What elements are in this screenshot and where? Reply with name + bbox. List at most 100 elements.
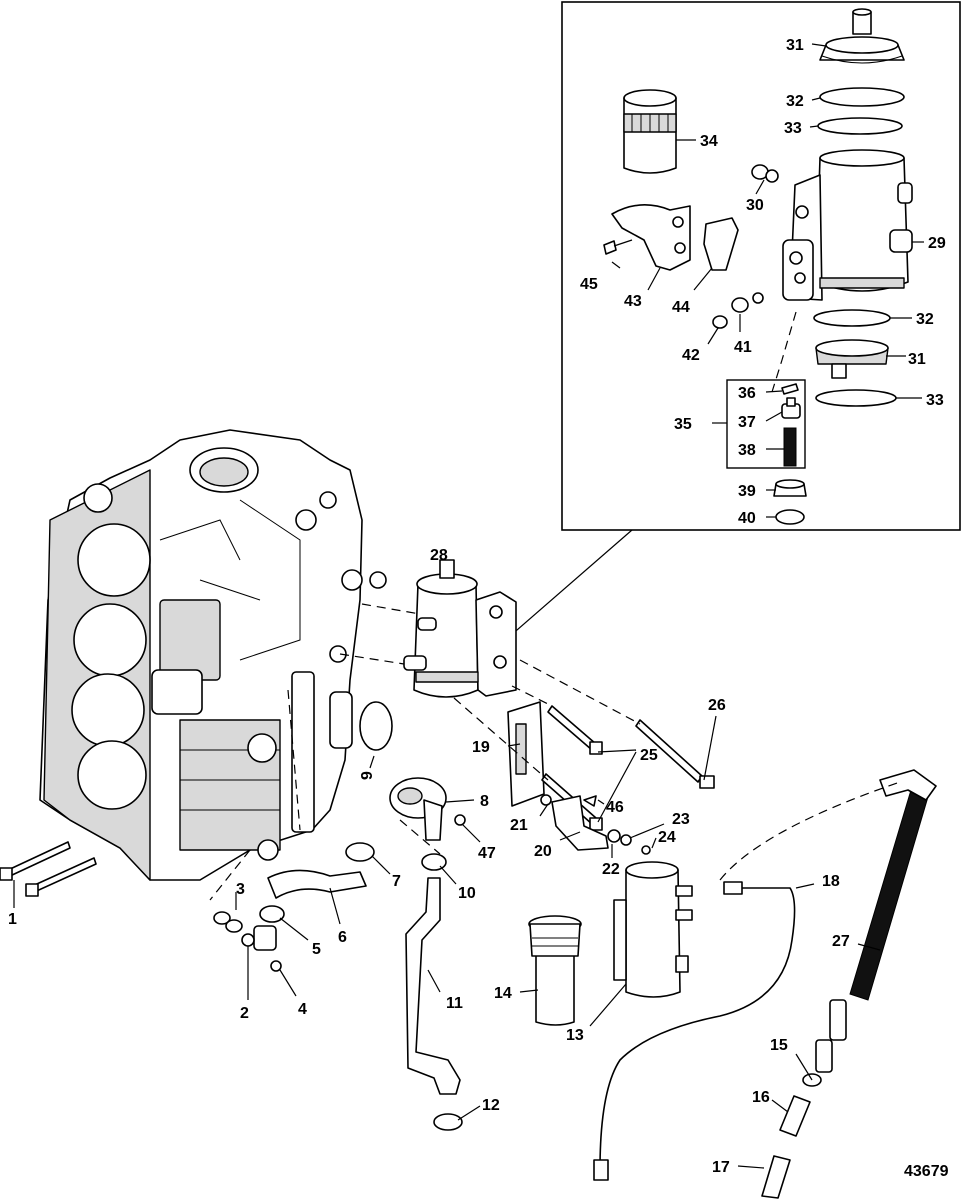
- connector-16: [779, 1095, 811, 1137]
- callout-8: 8: [480, 793, 489, 810]
- engine-block: [39, 429, 387, 881]
- callout-26: 26: [708, 697, 726, 714]
- alignment-dash-1: [361, 603, 421, 615]
- callout-41: 41: [734, 339, 752, 356]
- callout-28: 28: [430, 547, 448, 564]
- elbow-8: [389, 777, 447, 841]
- callout-47: 47: [478, 845, 496, 862]
- callout-39: 39: [738, 483, 756, 500]
- callout-22: 22: [602, 861, 620, 878]
- callout-3: 3: [236, 881, 245, 898]
- hose-6: [267, 869, 367, 899]
- long-bolt-26: [635, 719, 715, 789]
- ring-47: [454, 814, 466, 826]
- callout-31-top: 31: [786, 37, 804, 54]
- filter-cap-top: [819, 8, 905, 64]
- callout-32-bottom: 32: [916, 311, 934, 328]
- callout-32-top: 32: [786, 93, 804, 110]
- callout-13: 13: [566, 1027, 584, 1044]
- alignment-dash-4: [511, 685, 553, 707]
- callout-24: 24: [658, 829, 676, 846]
- o-ring-3b: [225, 919, 243, 933]
- clip-36: [781, 383, 799, 395]
- alignment-dash-3: [519, 659, 641, 725]
- alignment-dash-6: [287, 689, 301, 831]
- callout-33-top: 33: [784, 120, 802, 137]
- alignment-dash-8: [719, 781, 901, 881]
- inset-center-dash: [771, 311, 797, 393]
- bolt-small: [603, 239, 633, 255]
- hose-11: [405, 877, 461, 1095]
- callout-34: 34: [700, 133, 718, 150]
- callout-20: 20: [534, 843, 552, 860]
- callout-40: 40: [738, 510, 756, 527]
- callout-1: 1: [8, 911, 17, 928]
- figure-number: 43679: [904, 1163, 949, 1180]
- filter-14: [528, 915, 582, 1026]
- callout-45: 45: [580, 276, 598, 293]
- callout-15: 15: [770, 1037, 788, 1054]
- nut-21: [540, 794, 552, 806]
- filter-housing: [782, 149, 913, 301]
- callout-25: 25: [640, 747, 658, 764]
- callout-36: 36: [738, 385, 756, 402]
- connector-17: [761, 1155, 791, 1199]
- bracket-20: [551, 795, 609, 851]
- callout-44: 44: [672, 299, 690, 316]
- washer-22: [607, 829, 621, 843]
- bracket-19: [507, 701, 545, 807]
- callout-46: 46: [606, 799, 624, 816]
- callout-2: 2: [240, 1005, 249, 1022]
- spring-38: [783, 427, 797, 467]
- alignment-dash-7: [209, 849, 251, 901]
- callout-33-bottom: 33: [926, 392, 944, 409]
- inset-frame: [561, 1, 961, 531]
- sleeve-15: [815, 1039, 833, 1073]
- o-ring-3a: [213, 911, 231, 925]
- clip-46: [583, 795, 597, 807]
- callout-11: 11: [446, 995, 463, 1012]
- callout-38: 38: [738, 442, 756, 459]
- washer-40: [775, 509, 805, 525]
- screw-4: [270, 960, 282, 972]
- callout-12: 12: [482, 1097, 500, 1114]
- inset-leader-line: [493, 529, 633, 651]
- callout-17: 17: [712, 1159, 730, 1176]
- snap-ring-top: [817, 117, 903, 135]
- fitting-2: [241, 925, 277, 951]
- callout-19: 19: [472, 739, 490, 756]
- harness-18: [599, 887, 796, 1171]
- callout-16: 16: [752, 1089, 770, 1106]
- alignment-dash-2: [339, 653, 405, 665]
- kit-bracket-35: [726, 379, 806, 469]
- callout-5: 5: [312, 941, 321, 958]
- callout-31-bottom: 31: [908, 351, 926, 368]
- fitting-small: [751, 164, 779, 183]
- alignment-dash-5: [453, 697, 549, 781]
- mounting-bracket: [611, 204, 691, 271]
- o-ring-top: [819, 87, 905, 107]
- ring-23: [620, 834, 632, 846]
- filter-cap-bottom: [815, 339, 889, 379]
- callout-43: 43: [624, 293, 642, 310]
- callout-6: 6: [338, 929, 347, 946]
- alignment-dash-9: [399, 819, 441, 855]
- callout-18: 18: [822, 873, 840, 890]
- callout-9: 9: [359, 771, 376, 780]
- o-ring-42: [712, 315, 728, 329]
- callout-14: 14: [494, 985, 512, 1002]
- o-ring-9: [359, 701, 393, 751]
- seal-41: [731, 297, 749, 313]
- callout-10: 10: [458, 885, 476, 902]
- snap-ring-bottom: [815, 389, 897, 407]
- callout-30: 30: [746, 197, 764, 214]
- callout-42: 42: [682, 347, 700, 364]
- hose-27: [849, 779, 931, 1001]
- gasket: [703, 217, 739, 271]
- valve-37: [781, 397, 801, 419]
- oil-filter: [623, 89, 677, 174]
- screw-24: [641, 845, 651, 855]
- callout-29: 29: [928, 235, 946, 252]
- filter-assembly-28: [403, 559, 517, 698]
